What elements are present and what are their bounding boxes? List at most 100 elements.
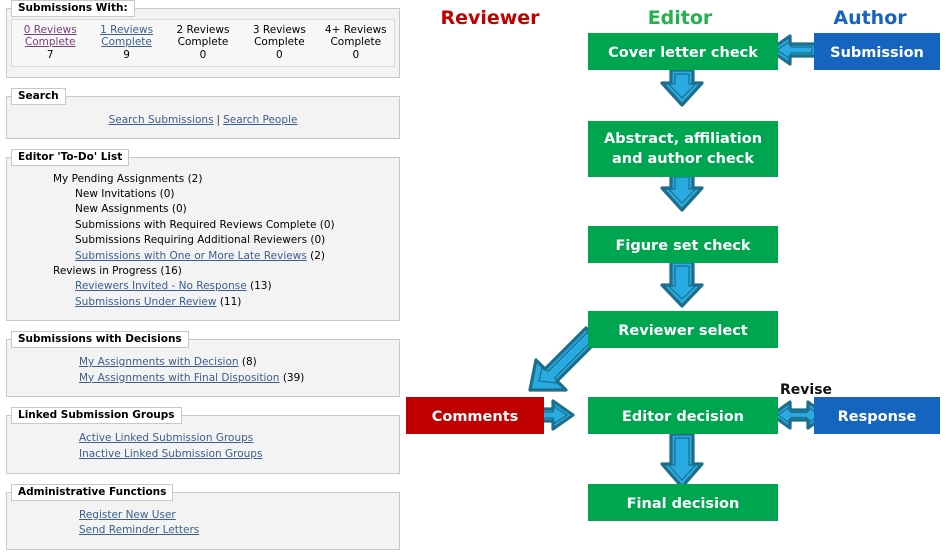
lane-header-editor: Editor (648, 7, 713, 29)
submissions-with-legend: Submissions With: (11, 0, 135, 17)
todo-count-3: (0) (319, 218, 335, 231)
decisions-count-1: (39) (282, 371, 305, 384)
node-label-response: Response (838, 409, 917, 425)
submissions-under-review-link[interactable]: Submissions Under Review (75, 295, 217, 308)
subwith-count-1: 9 (123, 49, 130, 61)
todo-count-8: (11) (219, 295, 242, 308)
search-panel: Search Search Submissions|Search People (6, 87, 400, 139)
subwith-count-3: 0 (276, 49, 283, 61)
subwith-label-line2-1: Complete (101, 35, 152, 48)
editorial-workflow-flowchart: Reviewer Editor Author Revise (406, 0, 946, 557)
arrow-reviewer-select-to-comments (528, 326, 600, 392)
node-abstract-affiliation-author-check[interactable]: Abstract, affiliation and author check (588, 121, 778, 177)
subwith-label-line2-2: Complete (177, 35, 229, 48)
list-item: Submissions Under Review (11) (53, 295, 399, 310)
todo-count-2: (0) (171, 203, 187, 216)
linked-groups-list: Active Linked Submission Groups Inactive… (7, 431, 399, 462)
list-item: Submissions with One or More Late Review… (53, 249, 399, 264)
list-item: New Assignments (0) (53, 202, 399, 217)
send-reminder-letters-link[interactable]: Send Reminder Letters (79, 524, 200, 537)
decisions-count-0: (8) (241, 356, 257, 369)
list-item: My Pending Assignments (2) (53, 172, 399, 187)
administrative-functions-panel: Administrative Functions Register New Us… (6, 483, 400, 550)
todo-label-4: Submissions Requiring Additional Reviewe… (75, 234, 308, 247)
search-links-row: Search Submissions|Search People (7, 105, 399, 130)
node-figure-set-check[interactable]: Figure set check (588, 226, 778, 263)
arrow-abstract-to-figure-set (660, 171, 704, 212)
linked-submission-groups-panel: Linked Submission Groups Active Linked S… (6, 407, 400, 474)
late-reviews-link[interactable]: Submissions with One or More Late Review… (75, 249, 307, 262)
node-label-abstract-check-line2: and author check (612, 151, 754, 167)
editor-todo-legend: Editor 'To-Do' List (11, 148, 130, 166)
admin-list: Register New User Send Reminder Letters (7, 508, 399, 539)
search-people-link[interactable]: Search People (223, 113, 298, 126)
inactive-linked-groups-link[interactable]: Inactive Linked Submission Groups (79, 447, 263, 460)
list-item: Submissions with Required Reviews Comple… (53, 218, 399, 233)
list-item: Reviews in Progress (16) (53, 264, 399, 279)
search-links-separator: | (216, 113, 221, 126)
node-label-comments: Comments (432, 409, 519, 425)
node-label-editor-decision: Editor decision (622, 409, 744, 425)
submissions-with-decisions-panel: Submissions with Decisions My Assignment… (6, 331, 400, 398)
search-legend: Search (11, 87, 66, 105)
todo-count-0: (2) (187, 172, 203, 185)
admin-legend: Administrative Functions (11, 483, 174, 501)
arrow-editor-decision-to-final-decision (660, 432, 704, 489)
list-item: Submissions Requiring Additional Reviewe… (53, 233, 399, 248)
linked-groups-legend: Linked Submission Groups (11, 407, 182, 425)
list-item: My Assignments with Decision (8) (79, 355, 399, 371)
todo-label-0: My Pending Assignments (53, 172, 185, 185)
decisions-list: My Assignments with Decision (8) My Assi… (7, 355, 399, 386)
my-assignments-final-disposition-link[interactable]: My Assignments with Final Disposition (79, 371, 280, 384)
list-item: New Invitations (0) (53, 187, 399, 202)
subwith-count-4: 0 (352, 49, 360, 61)
todo-count-6: (16) (160, 264, 182, 277)
editor-todo-list: My Pending Assignments (2) New Invitatio… (7, 172, 399, 311)
subwith-label-line1-2: 2 Reviews (176, 24, 230, 36)
arrow-cover-letter-to-abstract (660, 68, 704, 107)
node-response[interactable]: Response (814, 397, 940, 434)
editor-todo-panel: Editor 'To-Do' List My Pending Assignmen… (6, 148, 400, 322)
reviewers-invited-link[interactable]: Reviewers Invited - No Response (75, 280, 247, 293)
subwith-label-line1-1: 1 Reviews (100, 24, 154, 36)
node-reviewer-select[interactable]: Reviewer select (588, 311, 778, 348)
my-assignments-with-decision-link[interactable]: My Assignments with Decision (79, 356, 239, 369)
node-label-figure-set-check: Figure set check (615, 238, 750, 254)
todo-label-1: New Invitations (75, 187, 157, 200)
node-final-decision[interactable]: Final decision (588, 484, 778, 521)
arrow-figure-set-to-reviewer-select (660, 260, 704, 308)
search-submissions-link[interactable]: Search Submissions (108, 113, 214, 126)
todo-label-6: Reviews in Progress (53, 264, 157, 277)
node-cover-letter-check[interactable]: Cover letter check (588, 33, 778, 70)
list-item: Reviewers Invited - No Response (13) (53, 279, 399, 294)
todo-label-2: New Assignments (75, 203, 169, 216)
node-label-submission: Submission (830, 45, 924, 61)
todo-count-1: (0) (159, 187, 175, 200)
node-label-reviewer-select: Reviewer select (618, 323, 748, 339)
node-editor-decision[interactable]: Editor decision (588, 397, 778, 434)
node-comments[interactable]: Comments (406, 397, 544, 434)
table-row-counts: 7 9 0 0 0 (12, 48, 394, 62)
lane-header-author: Author (833, 7, 907, 29)
subwith-label-line1-0: 0 Reviews (23, 24, 77, 36)
active-linked-groups-link[interactable]: Active Linked Submission Groups (79, 432, 254, 445)
register-new-user-link[interactable]: Register New User (79, 508, 176, 521)
edge-label-revise: Revise (780, 382, 832, 398)
node-label-cover-letter-check: Cover letter check (608, 45, 758, 61)
todo-label-3: Submissions with Required Reviews Comple… (75, 218, 317, 231)
list-item: Register New User (79, 508, 399, 524)
subwith-label-line1-3: 3 Reviews (252, 24, 306, 36)
lane-header-reviewer: Reviewer (440, 7, 540, 29)
subwith-count-0: 7 (46, 49, 54, 61)
node-submission[interactable]: Submission (814, 33, 940, 70)
subwith-count-2: 0 (199, 49, 207, 61)
